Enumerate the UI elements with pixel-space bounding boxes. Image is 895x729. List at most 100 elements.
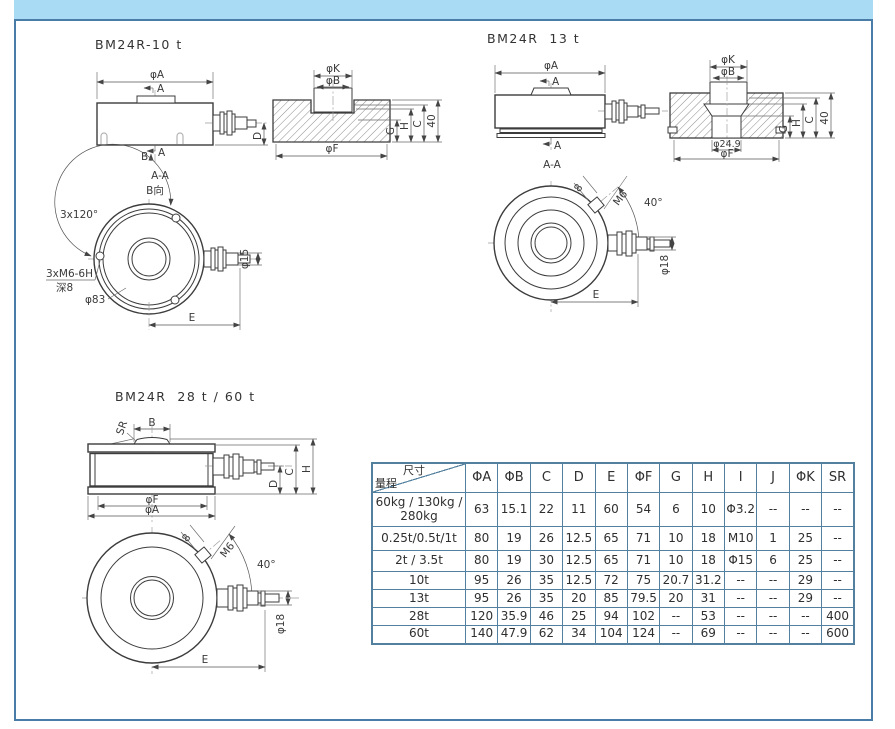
dim-phiK-label: φK [326, 63, 341, 75]
table-cell: 85 [594, 589, 628, 608]
dim-phiB-label: φB [326, 75, 340, 87]
dim-40-label: 40 [819, 111, 831, 124]
dim-e-label: E [593, 289, 600, 301]
table-cell: 65 [594, 526, 628, 551]
row-label: 60kg / 130kg / 280kg [371, 492, 466, 527]
table-cell: 79.5 [626, 589, 661, 608]
phi18-label: φ18 [659, 255, 671, 275]
table-cell: -- [821, 492, 855, 527]
table-cell: 35 [529, 589, 564, 608]
table-cell: 1 [756, 526, 790, 551]
table-cell: -- [756, 571, 790, 590]
table-cell: 20 [562, 589, 596, 608]
column-header: J [756, 462, 790, 493]
phi18-label: φ18 [275, 614, 287, 634]
table-cell: 12.5 [562, 571, 596, 590]
table-cell: 54 [626, 492, 661, 527]
section-aa-label: A-A [543, 159, 562, 171]
section-marker-a-top: A [157, 83, 165, 95]
dim-g-label: G [778, 125, 790, 133]
column-header: ΦA [464, 462, 499, 493]
table-cell: 62 [529, 625, 564, 644]
table-cell: 65 [594, 550, 628, 572]
column-header: I [723, 462, 758, 493]
table-cell: 12.5 [562, 550, 596, 572]
table-cell: Φ15 [723, 550, 758, 572]
dim-phiK-label: φK [721, 54, 736, 66]
table-cell: 31 [691, 589, 726, 608]
table-cell: Φ3.2 [723, 492, 758, 527]
bolt-spec-label: 3xM6-6H [46, 268, 93, 280]
corner-label-capacity: 量程 [375, 477, 397, 491]
section-view-aa-10t: A-A B向 3x120° 3xM6-6H 深8 φ83 [46, 143, 262, 330]
table-cell: 72 [594, 571, 628, 590]
table-cell: M10 [723, 526, 758, 551]
dim-e-label: E [202, 654, 209, 666]
column-header: E [594, 462, 628, 493]
drawing-title: BM24R-10 t [95, 37, 183, 52]
dim-g-label: G [385, 127, 397, 135]
table-cell: 29 [788, 589, 823, 608]
table-cell: 6 [659, 492, 693, 527]
row-label: 60t [371, 625, 466, 644]
table-cell: 12.5 [562, 526, 596, 551]
dim-phiF-label: φF [326, 143, 339, 155]
table-cell: 18 [691, 526, 726, 551]
bolt-pattern-label: 3x120° [60, 209, 98, 221]
column-header: ΦF [626, 462, 661, 493]
table-cell: 30 [529, 550, 564, 572]
side-view-10t: φA A D A B [96, 69, 268, 163]
table-cell: -- [788, 607, 823, 626]
dim-c-label: C [284, 468, 296, 475]
table-cell: 600 [821, 625, 855, 644]
sr-label: SR [114, 419, 130, 436]
drawing-bm24r-28t-60t: BM24R 28 t / 60 t SR B D [82, 389, 317, 674]
phi83-label: φ83 [85, 294, 105, 306]
cross-section-10t: φK φB G H C 40 φF [272, 63, 442, 160]
table-cell: 400 [821, 607, 855, 626]
section-marker-a-bottom: A [158, 147, 166, 159]
row-label: 28t [371, 607, 466, 626]
table-cell: 20.7 [659, 571, 693, 590]
section-aa-label: A-A [151, 170, 170, 182]
table-cell: -- [756, 589, 790, 608]
row-label: 2t / 3.5t [371, 550, 466, 572]
table-cell: -- [659, 607, 693, 626]
table-cell: 124 [626, 625, 661, 644]
table-cell: -- [788, 625, 823, 644]
top-accent-band [14, 0, 873, 19]
table-cell: 19 [497, 550, 531, 572]
deg40-label: 40° [644, 197, 663, 209]
table-cell: 10 [691, 492, 726, 527]
table-cell: 140 [464, 625, 499, 644]
table-cell: -- [821, 589, 855, 608]
table-cell: -- [821, 526, 855, 551]
table-cell: 18 [691, 550, 726, 572]
m6-label: M6 [218, 540, 237, 560]
bottom-view-28t-60t: 8 M6 40° φ18 E [82, 524, 300, 674]
corner-label-dimension: 尺寸 [403, 464, 425, 477]
column-header: SR [821, 462, 855, 493]
table-cell: 63 [464, 492, 499, 527]
table-cell: 60 [594, 492, 628, 527]
table-cell: -- [821, 550, 855, 572]
column-header: ΦK [788, 462, 823, 493]
dim-h-label: H [301, 465, 313, 473]
table-cell: 53 [691, 607, 726, 626]
table-cell: 19 [497, 526, 531, 551]
table-cell: 104 [594, 625, 628, 644]
side-view-28t-60t: SR B D C [87, 417, 317, 522]
dim-phiF-label: φF [146, 494, 159, 506]
table-cell: 29 [788, 571, 823, 590]
table-cell: -- [723, 625, 758, 644]
table-cell: 34 [562, 625, 596, 644]
column-header: H [691, 462, 726, 493]
